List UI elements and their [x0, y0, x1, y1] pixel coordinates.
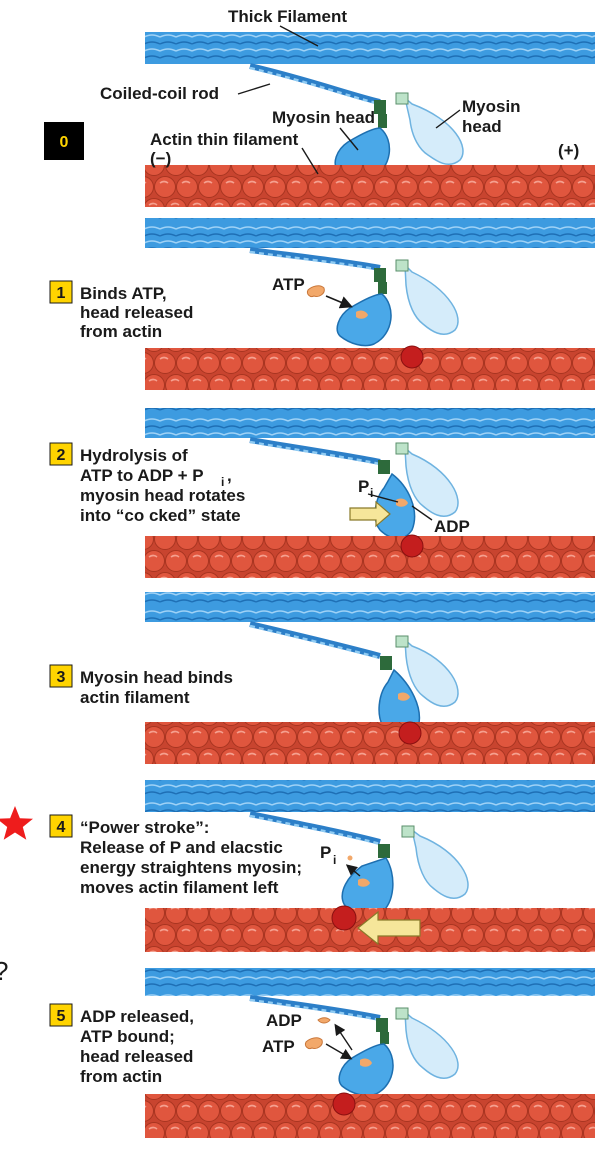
- coiled-coil-rod: [249, 63, 381, 105]
- step-5-line-4: from actin: [80, 1067, 162, 1086]
- left-arrow: [357, 910, 421, 946]
- step-3-line-2: actin filament: [80, 688, 190, 707]
- myosin-head-light: [403, 95, 464, 165]
- thick-filament: [145, 592, 595, 622]
- thick-filament: [145, 408, 595, 438]
- panel-0: [145, 32, 595, 207]
- step-4-number: 4: [57, 819, 66, 836]
- step-5-line-1: ADP released,: [80, 1007, 194, 1026]
- step-4-i-label: i: [333, 853, 336, 867]
- myosin-head-label-a: Myosin head: [272, 108, 375, 127]
- step-5-line-3: head released: [80, 1047, 193, 1066]
- panel-0-badge: [44, 122, 84, 160]
- step-3-number: 3: [57, 669, 66, 686]
- step-2-subscript-i: i: [221, 475, 224, 489]
- actin-thin-filament-label: Actin thin filament: [150, 130, 299, 149]
- myosin-head-label-b-1: Myosin: [462, 97, 521, 116]
- actin-filament: [145, 165, 595, 207]
- step-2-adp-label: ADP: [434, 517, 470, 536]
- panel-5: [145, 968, 595, 1138]
- step-5-line-2: ATP bound;: [80, 1027, 175, 1046]
- coiled-coil-rod-label: Coiled-coil rod: [100, 84, 219, 103]
- step-5-number: 5: [57, 1008, 66, 1025]
- step-4-line-1: “Power stroke”:: [80, 818, 209, 837]
- step-5-atp-label: ATP: [262, 1037, 295, 1056]
- thick-filament-label: Thick Filament: [228, 7, 347, 26]
- step-1-atp-label: ATP: [272, 275, 305, 294]
- phosphate-dot: [347, 855, 353, 861]
- step-4-p-label: P: [320, 843, 331, 862]
- panel-2: [145, 408, 595, 578]
- thick-filament: [145, 780, 595, 812]
- panel-1: [145, 218, 595, 390]
- step-2-line-3: myosin head rotates: [80, 486, 245, 505]
- plus-end-label: (+): [558, 141, 579, 160]
- step-4-line-4: moves actin filament left: [80, 878, 279, 897]
- myosin-head-label-b-2: head: [462, 117, 502, 136]
- step-4-line-2: Release of P and elacstic: [80, 838, 283, 857]
- thick-filament: [145, 968, 595, 996]
- step-1-line-3: from actin: [80, 322, 162, 341]
- panel-3: [145, 592, 595, 764]
- step-4-line-3: energy straightens myosin;: [80, 858, 302, 877]
- step-2-line-4: into “co cked” state: [80, 506, 241, 525]
- step-5-adp-label: ADP: [266, 1011, 302, 1030]
- step-2-line-1: Hydrolysis of: [80, 446, 188, 465]
- step-3-line-1: Myosin head binds: [80, 668, 233, 687]
- atp-molecule: [307, 285, 325, 297]
- step-2-subscript-comma: ,: [227, 466, 232, 485]
- step-2-i-label: i: [370, 486, 373, 500]
- minus-end-label: (−): [150, 149, 171, 168]
- step-2-number: 2: [57, 447, 66, 464]
- step-1-line-1: Binds ATP,: [80, 284, 167, 303]
- step-2-line-2: ATP to ADP + P: [80, 466, 204, 485]
- step-1-number: 1: [57, 285, 66, 302]
- thick-filament: [145, 218, 595, 248]
- question-mark: ?: [0, 956, 8, 986]
- star-icon: [0, 806, 33, 840]
- right-arrow: [349, 500, 391, 528]
- step-1-line-2: head released: [80, 303, 193, 322]
- thick-filament: [145, 32, 595, 64]
- step-2-p-label: P: [358, 477, 369, 496]
- panel-4: [145, 780, 595, 952]
- panel-0-badge-text: 0: [60, 134, 69, 151]
